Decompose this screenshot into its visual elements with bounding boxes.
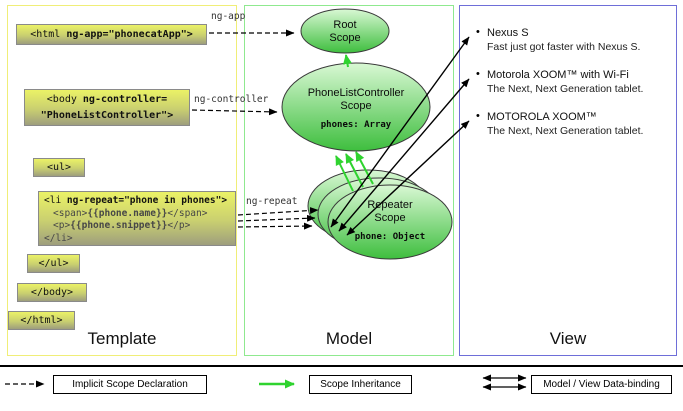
- template-panel: Template: [7, 5, 237, 356]
- code-ul-open: <ul>: [33, 158, 85, 177]
- code-body-open: <body ng-controller= "PhoneListControlle…: [24, 89, 190, 126]
- view-item-subtitle: Fast just got faster with Nexus S.: [487, 41, 641, 53]
- code-ul-close: </ul>: [27, 254, 80, 273]
- scope-title-line: Scope: [329, 32, 361, 44]
- code-fragment: </li>: [44, 232, 73, 244]
- code-fragment-bold: ng-app="phonecatApp">: [66, 29, 193, 40]
- legend-label: Scope Inheritance: [320, 379, 401, 390]
- bullet-icon: •: [476, 68, 480, 80]
- model-panel: Model: [244, 5, 454, 356]
- code-html-open: <html ng-app="phonecatApp">: [16, 24, 207, 45]
- view-item-subtitle: The Next, Next Generation tablet.: [487, 125, 644, 137]
- scope-title-line: Root: [333, 19, 357, 31]
- code-line: <p>{{phone.snippet}}</p>: [44, 220, 235, 233]
- code-body-close: </body>: [17, 283, 87, 302]
- code-fragment-bold: ng-controller=: [82, 94, 168, 105]
- legend-scope-inheritance: Scope Inheritance: [309, 375, 412, 394]
- view-item-motorola-xoom: • MOTOROLA XOOM™ The Next, Next Generati…: [476, 110, 643, 138]
- view-item-title: Nexus S: [487, 27, 529, 39]
- code-fragment: </ul>: [38, 258, 69, 269]
- code-line: <body ng-controller=: [25, 92, 189, 108]
- code-line: <li ng-repeat="phone in phones">: [44, 195, 235, 208]
- legend-label: Model / View Data-binding: [543, 379, 660, 390]
- code-fragment-bold: {{phone.snippet}}: [70, 220, 168, 231]
- scope-title-line: Scope: [340, 100, 372, 112]
- root-scope-label: Root Scope: [303, 19, 387, 45]
- view-item-title: MOTOROLA XOOM™: [487, 111, 597, 123]
- scope-title-line: PhoneListController: [307, 87, 405, 99]
- view-item-subtitle: The Next, Next Generation tablet.: [487, 83, 644, 95]
- view-item-nexus: • Nexus S Fast just got faster with Nexu…: [476, 26, 640, 54]
- code-fragment: <li: [44, 195, 67, 206]
- code-fragment: </span>: [167, 207, 208, 219]
- legend-implicit-scope-declaration: Implicit Scope Declaration: [53, 375, 207, 394]
- scope-title-line: Repeater: [367, 199, 413, 211]
- bullet-icon: •: [476, 110, 480, 122]
- code-fragment: <p>: [53, 220, 71, 231]
- scope-title-line: Scope: [374, 212, 406, 224]
- code-fragment: <ul>: [46, 162, 72, 173]
- view-item-text: Nexus S Fast just got faster with Nexus …: [487, 26, 640, 54]
- code-html-close: </html>: [8, 311, 75, 330]
- view-panel-label: View: [549, 329, 587, 348]
- repeater-scope-detail: phone: Object: [354, 232, 426, 242]
- bullet-icon: •: [476, 26, 480, 38]
- code-fragment: </html>: [20, 315, 63, 326]
- controller-scope-label: PhoneListController Scope phones: Array: [286, 87, 426, 132]
- legend-model-view-data-binding: Model / View Data-binding: [531, 375, 672, 394]
- view-item-text: MOTOROLA XOOM™ The Next, Next Generation…: [487, 110, 643, 138]
- ng-repeat-label: ng-repeat: [246, 196, 298, 207]
- code-fragment: </p>: [167, 220, 191, 231]
- code-fragment-bold: "PhoneListController">: [40, 110, 174, 121]
- legend-label: Implicit Scope Declaration: [72, 379, 188, 390]
- code-line: "PhoneListController">: [25, 108, 189, 124]
- code-fragment: </body>: [30, 287, 74, 298]
- template-panel-label: Template: [87, 329, 157, 348]
- view-item-motorola-xoom-wifi: • Motorola XOOM™ with Wi-Fi The Next, Ne…: [476, 68, 643, 96]
- ng-app-label: ng-app: [211, 11, 246, 22]
- code-fragment: <span>: [53, 207, 88, 219]
- code-fragment-bold: ng-repeat="phone in phones">: [66, 195, 228, 206]
- code-fragment: <html: [30, 29, 67, 40]
- code-line: </li>: [44, 233, 235, 246]
- controller-scope-detail: phones: Array: [320, 120, 392, 130]
- view-item-title: Motorola XOOM™ with Wi-Fi: [487, 69, 629, 81]
- model-panel-label: Model: [325, 329, 373, 348]
- ng-controller-label: ng-controller: [194, 94, 269, 105]
- code-fragment-bold: {{phone.name}}: [87, 207, 168, 219]
- view-panel: View: [459, 5, 677, 356]
- repeater-scope-label: Repeater Scope phone: Object: [330, 199, 450, 244]
- code-li-block: <li ng-repeat="phone in phones"> <span>{…: [38, 191, 236, 246]
- code-fragment: <body: [46, 94, 83, 105]
- view-item-text: Motorola XOOM™ with Wi-Fi The Next, Next…: [487, 68, 643, 96]
- code-line: <span>{{phone.name}}</span>: [44, 208, 235, 221]
